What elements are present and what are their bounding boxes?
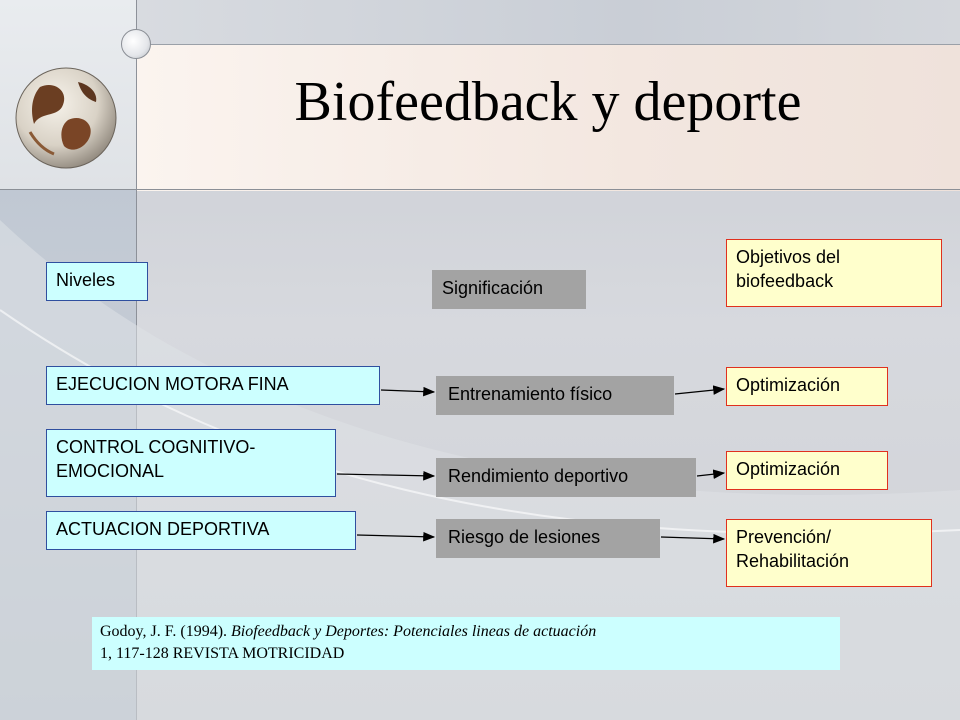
nivel-box-3: ACTUACION DEPORTIVA [46,511,356,550]
significacion-box-3: Riesgo de lesiones [436,519,660,558]
header-significacion-label: Significación [442,278,544,298]
arrow-nivel-2 [336,470,436,481]
reference-title: Biofeedback y Deportes: Potenciales line… [231,623,597,640]
header-significacion: Significación [432,270,586,309]
arrow-nivel-1 [380,386,436,397]
header-niveles: Niveles [46,262,148,301]
objetivo-label-3: Prevención/ Rehabilitación [736,527,850,571]
significacion-label-2: Rendimiento deportivo [448,466,629,486]
arrow-objetivo-3 [660,533,726,544]
slide-title: Biofeedback y deporte [294,71,802,133]
globe-icon [15,67,117,169]
arrow-objetivo-1 [674,385,726,395]
significacion-box-1: Entrenamiento físico [436,376,674,415]
reference-author-year: Godoy, J. F. (1994). [100,623,232,640]
decorative-knob [121,29,151,59]
objetivo-box-2: Optimización [726,451,888,490]
objetivo-box-3: Prevención/ Rehabilitación [726,519,932,587]
arrow-objetivo-2 [696,469,726,479]
arrow-nivel-3 [356,531,436,542]
significacion-label-1: Entrenamiento físico [448,384,613,404]
nivel-box-2: CONTROL COGNITIVO-EMOCIONAL [46,429,336,497]
significacion-box-2: Rendimiento deportivo [436,458,696,497]
objetivo-label-2: Optimización [736,459,841,479]
nivel-label-3: ACTUACION DEPORTIVA [56,519,270,539]
nivel-box-1: EJECUCION MOTORA FINA [46,366,380,405]
header-niveles-label: Niveles [56,270,116,290]
top-divider [136,44,960,45]
header-objetivos-label: Objetivos del biofeedback [736,247,841,291]
reference-citation: Godoy, J. F. (1994). Biofeedback y Depor… [92,617,840,670]
objetivo-box-1: Optimización [726,367,888,406]
title-band [136,44,960,191]
header-objetivos: Objetivos del biofeedback [726,239,942,307]
reference-details: 1, 117-128 REVISTA MOTRICIDAD [100,645,345,662]
significacion-label-3: Riesgo de lesiones [448,527,601,547]
top-band [136,0,960,44]
title-band-divider [0,189,960,190]
objetivo-label-1: Optimización [736,375,841,395]
nivel-label-1: EJECUCION MOTORA FINA [56,374,289,394]
nivel-label-2: CONTROL COGNITIVO-EMOCIONAL [56,437,256,481]
